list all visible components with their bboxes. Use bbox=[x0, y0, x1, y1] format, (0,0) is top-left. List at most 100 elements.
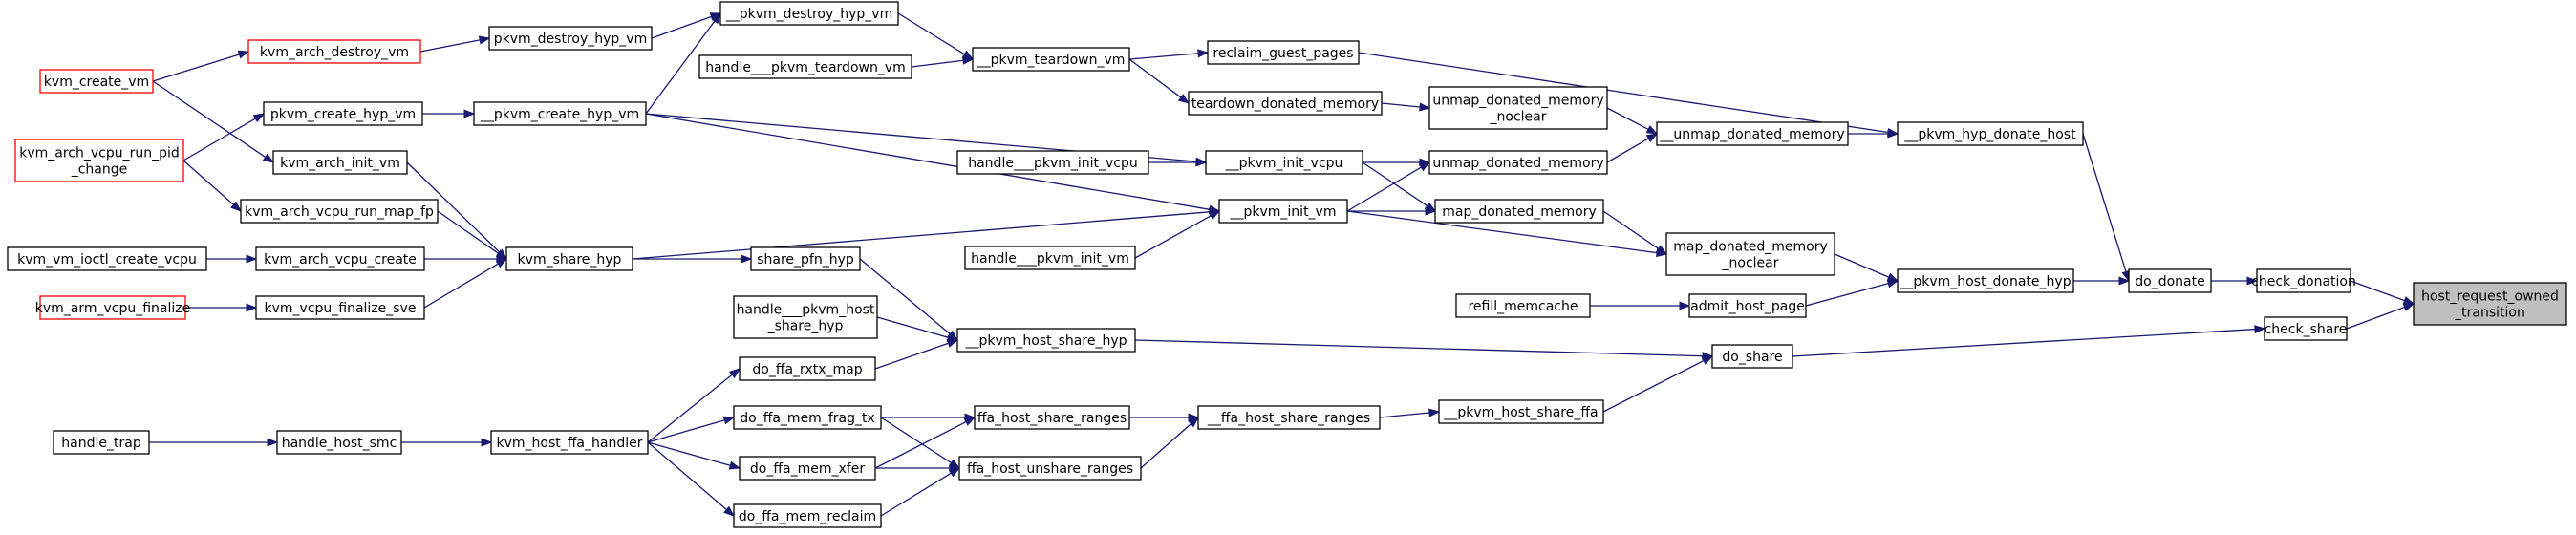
edge-do_ffa_rxtx_map-to-pkvm_host_share_hyp bbox=[874, 339, 959, 370]
edge-refill_memcache-to-admit_host_page bbox=[1590, 301, 1691, 310]
node-share-pfn-hyp[interactable]: share_pfn_hyp bbox=[750, 246, 861, 271]
node-pkvm-destroy-hyp-vm[interactable]: pkvm_destroy_hyp_vm bbox=[488, 26, 653, 51]
edge-handle_pkvm_host_share_hyp-to-pkvm_host_share_hyp bbox=[876, 316, 959, 342]
node-unmap-donated-memory-plain[interactable]: unmap_donated_memory bbox=[1428, 150, 1608, 175]
node-unmap-donated-memory[interactable]: __unmap_donated_memory bbox=[1656, 121, 1849, 146]
node-kvm-share-hyp[interactable]: kvm_share_hyp bbox=[505, 246, 633, 271]
node-pkvm-hyp-donate-host[interactable]: __pkvm_hyp_donate_host bbox=[1897, 121, 2084, 146]
edge-kvm_host_ffa_handler-to-do_ffa_mem_frag_tx bbox=[647, 416, 736, 443]
node-kvm-arch-vcpu-run-pid-change[interactable]: kvm_arch_vcpu_run_pid_change bbox=[14, 139, 184, 182]
node-label: host_request_owned bbox=[2421, 289, 2559, 305]
edge-ffa_host_share_ranges-to-ffa_host_share_ranges_2 bbox=[1129, 413, 1200, 422]
node-label: pkvm_destroy_hyp_vm bbox=[494, 32, 647, 47]
node-label: _noclear bbox=[1490, 110, 1547, 125]
edge-pkvm_destroy_hyp_vm_2-to-pkvm_teardown_vm bbox=[897, 12, 975, 60]
node-kvm-arch-vcpu-create[interactable]: kvm_arch_vcpu_create bbox=[255, 246, 425, 271]
node-kvm-arm-vcpu-finalize[interactable]: kvm_arm_vcpu_finalize bbox=[35, 295, 191, 320]
node-label: _change bbox=[71, 162, 128, 178]
node-kvm-host-ffa-handler[interactable]: kvm_host_ffa_handler bbox=[490, 430, 649, 455]
edge-pkvm_host_share_ffa-to-do_share bbox=[1602, 355, 1714, 413]
node-label: share_pfn_hyp bbox=[757, 252, 854, 268]
edge-kvm_create_vm-to-kvm_arch_init_vm bbox=[152, 80, 275, 163]
node-label: kvm_share_hyp bbox=[518, 252, 622, 268]
node-label: kvm_arch_vcpu_run_pid bbox=[19, 146, 180, 161]
node-teardown-donated-memory[interactable]: teardown_donated_memory bbox=[1188, 91, 1383, 116]
node-label: handle_trap bbox=[61, 436, 141, 451]
node-label: handle___pkvm_init_vcpu bbox=[968, 156, 1138, 171]
node-pkvm-host-share-ffa[interactable]: __pkvm_host_share_ffa bbox=[1438, 399, 1604, 424]
node-handle-pkvm-init-vm[interactable]: handle___pkvm_init_vm bbox=[964, 246, 1136, 270]
node-unmap-donated-memory-noclear[interactable]: unmap_donated_memory_noclear bbox=[1428, 86, 1608, 130]
edge-pkvm_host_donate_hyp-to-do_donate bbox=[2073, 276, 2131, 286]
node-pkvm-host-donate-hyp[interactable]: __pkvm_host_donate_hyp bbox=[1897, 268, 2074, 293]
node-check-donation[interactable]: check_donation bbox=[2251, 268, 2356, 293]
node-kvm-vcpu-finalize-sve[interactable]: kvm_vcpu_finalize_sve bbox=[255, 295, 425, 320]
node-handle-pkvm-init-vcpu[interactable]: handle___pkvm_init_vcpu bbox=[956, 150, 1149, 175]
node-do-donate[interactable]: do_donate bbox=[2128, 268, 2212, 293]
node-kvm-vm-ioctl-create-vcpu[interactable]: kvm_vm_ioctl_create_vcpu bbox=[7, 246, 207, 271]
node-pkvm-teardown-vm[interactable]: __pkvm_teardown_vm bbox=[972, 47, 1130, 72]
node-do-ffa-rxtx-map[interactable]: do_ffa_rxtx_map bbox=[739, 356, 876, 381]
node-do-ffa-mem-reclaim[interactable]: do_ffa_mem_reclaim bbox=[733, 503, 882, 528]
edge-pkvm_teardown_vm-to-teardown_donated_memory bbox=[1128, 58, 1191, 104]
node-label: teardown_donated_memory bbox=[1191, 96, 1379, 112]
node-label: handle_host_smc bbox=[282, 436, 397, 451]
node-check-share[interactable]: check_share bbox=[2264, 316, 2348, 341]
edge-handle_pkvm_teardown_vm-to-pkvm_teardown_vm bbox=[911, 55, 975, 68]
node-host-request-owned-transition[interactable]: host_request_owned_transition bbox=[2413, 282, 2567, 326]
node-ffa-host-share-ranges[interactable]: ffa_host_share_ranges bbox=[974, 405, 1130, 430]
node-kvm-create-vm[interactable]: kvm_create_vm bbox=[39, 69, 154, 94]
node-do-ffa-mem-xfer[interactable]: do_ffa_mem_xfer bbox=[739, 456, 876, 481]
edge-check_donation-to-host_request_owned_transition bbox=[2350, 280, 2415, 305]
node-label: do_donate bbox=[2135, 274, 2204, 289]
node-pkvm-host-share-hyp[interactable]: __pkvm_host_share_hyp bbox=[956, 328, 1136, 353]
node-reclaim-guest-pages[interactable]: reclaim_guest_pages bbox=[1207, 40, 1360, 65]
edge-kvm_share_hyp-to-pkvm_init_vm bbox=[632, 207, 1221, 260]
node-handle-trap[interactable]: handle_trap bbox=[53, 430, 150, 455]
node-label: ffa_host_unshare_ranges bbox=[967, 461, 1133, 477]
node-label: __pkvm_create_hyp_vm bbox=[480, 107, 639, 122]
node-pkvm-init-vm[interactable]: __pkvm_init_vm bbox=[1218, 199, 1348, 224]
edge-kvm_vcpu_finalize_sve-to-kvm_share_hyp bbox=[423, 258, 508, 309]
node-label: _noclear bbox=[1722, 256, 1779, 271]
node-do-share[interactable]: do_share bbox=[1711, 344, 1793, 369]
node-label: kvm_vm_ioctl_create_vcpu bbox=[17, 252, 197, 268]
node-handle-pkvm-host-share-hyp[interactable]: handle___pkvm_host_share_hyp bbox=[733, 295, 878, 339]
node-pkvm-init-vcpu[interactable]: __pkvm_init_vcpu bbox=[1205, 150, 1363, 175]
node-pkvm-destroy-hyp-vm-2[interactable]: __pkvm_destroy_hyp_vm bbox=[719, 1, 899, 26]
edge-do_share-to-check_share bbox=[1792, 325, 2266, 357]
edge-kvm_arch_vcpu_run_pid_change-to-kvm_arch_vcpu_run_map_fp bbox=[182, 160, 243, 212]
edge-pkvm_create_hyp_vm_2-to-pkvm_destroy_hyp_vm_2 bbox=[645, 11, 721, 115]
edge-handle_pkvm_init_vm-to-pkvm_init_vm bbox=[1134, 210, 1221, 259]
node-admit-host-page[interactable]: admit_host_page bbox=[1688, 293, 1807, 318]
node-ffa-host-unshare-ranges[interactable]: ffa_host_unshare_ranges bbox=[958, 456, 1142, 481]
node-map-donated-memory-noclear[interactable]: map_donated_memory_noclear bbox=[1665, 232, 1835, 276]
edge-ffa_host_unshare_ranges-to-ffa_host_share_ranges_2 bbox=[1140, 417, 1200, 469]
node-label: map_donated_memory bbox=[1673, 240, 1828, 255]
edge-do_ffa_mem_reclaim-to-ffa_host_unshare_ranges bbox=[880, 467, 961, 517]
node-kvm-arch-init-vm[interactable]: kvm_arch_init_vm bbox=[272, 150, 408, 175]
node-kvm-arch-destroy-vm[interactable]: kvm_arch_destroy_vm bbox=[247, 39, 421, 64]
edge-pkvm_create_hyp_vm-to-pkvm_create_hyp_vm_2 bbox=[422, 109, 476, 118]
node-label: pkvm_create_hyp_vm bbox=[270, 107, 416, 122]
node-handle-pkvm-teardown-vm[interactable]: handle___pkvm_teardown_vm bbox=[698, 54, 912, 79]
node-handle-host-smc[interactable]: handle_host_smc bbox=[276, 430, 402, 455]
node-kvm-arch-vcpu-run-map-fp[interactable]: kvm_arch_vcpu_run_map_fp bbox=[240, 199, 439, 224]
edge-do_ffa_mem_frag_tx-to-ffa_host_share_ranges bbox=[881, 413, 977, 422]
node-ffa-host-share-ranges-2[interactable]: __ffa_host_share_ranges bbox=[1197, 405, 1381, 430]
node-map-donated-memory[interactable]: map_donated_memory bbox=[1434, 199, 1604, 224]
node-label: __ffa_host_share_ranges bbox=[1207, 411, 1370, 426]
node-refill-memcache[interactable]: refill_memcache bbox=[1455, 293, 1591, 318]
node-pkvm-create-hyp-vm[interactable]: pkvm_create_hyp_vm bbox=[263, 101, 423, 126]
edge-kvm_arm_vcpu_finalize-to-kvm_vcpu_finalize_sve bbox=[185, 303, 258, 312]
node-label: reclaim_guest_pages bbox=[1213, 46, 1353, 61]
node-label: __unmap_donated_memory bbox=[1659, 127, 1844, 142]
node-label: __pkvm_destroy_hyp_vm bbox=[725, 7, 892, 22]
node-label: admit_host_page bbox=[1690, 299, 1805, 314]
edge-kvm_arch_vcpu_run_map_fp-to-kvm_share_hyp bbox=[437, 210, 508, 260]
node-pkvm-create-hyp-vm-2[interactable]: __pkvm_create_hyp_vm bbox=[473, 101, 647, 126]
node-do-ffa-mem-frag-tx[interactable]: do_ffa_mem_frag_tx bbox=[733, 405, 882, 430]
edge-kvm_vm_ioctl_create_vcpu-to-kvm_arch_vcpu_create bbox=[206, 254, 258, 264]
edge-map_donated_memory_noclear-to-pkvm_host_donate_hyp bbox=[1834, 253, 1900, 282]
